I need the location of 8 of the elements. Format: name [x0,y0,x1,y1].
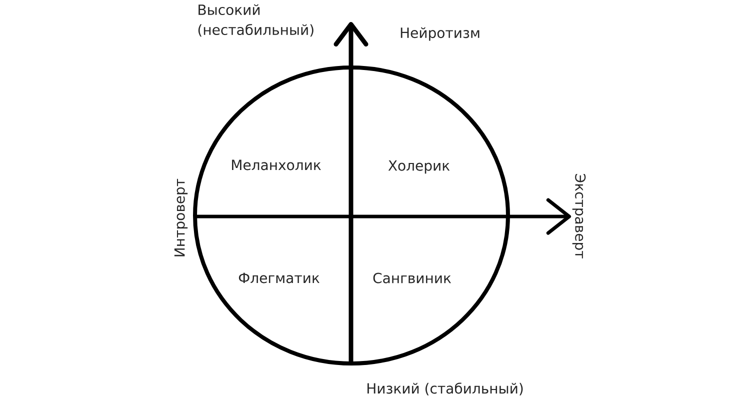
axis-label: Нейротизм [400,27,480,41]
temperament-label: Холерик [388,160,450,174]
axis-label: Экстраверт [572,174,586,258]
temperament-label: Флегматик [238,272,320,284]
temperament-label: Меланхолик [232,160,321,170]
temperament-label: Сангвиник [373,272,451,284]
axis-label: Низкий (стабильный) [368,382,523,396]
axis-label: Высокий (нестабильный) [198,4,314,37]
